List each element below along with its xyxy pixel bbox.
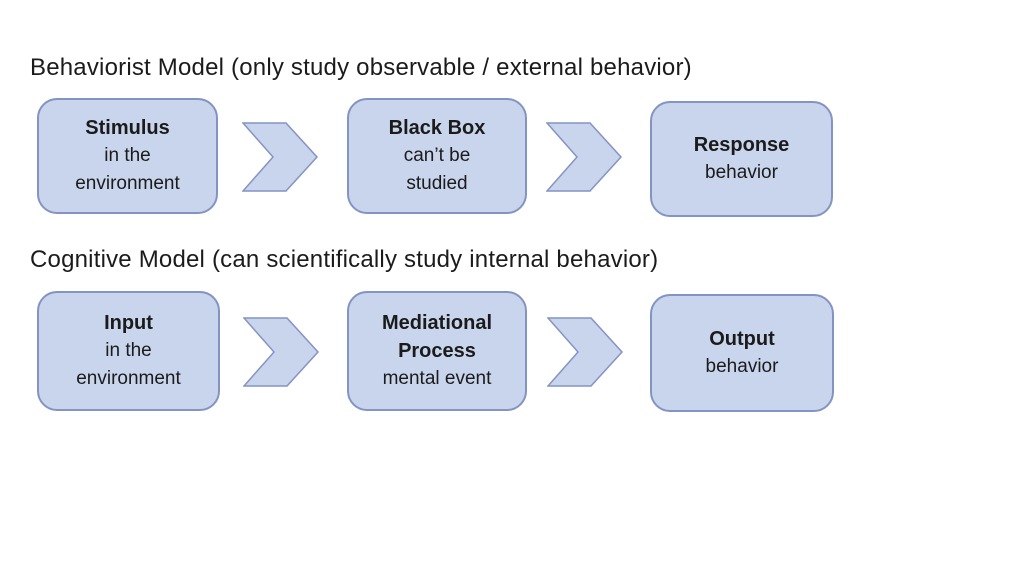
- stimulus-box-subtitle: in the environment: [75, 145, 180, 194]
- response-box-title: Response: [693, 134, 790, 156]
- stimulus-box-title: Stimulus: [85, 117, 170, 139]
- input-box-subtitle: in the environment: [76, 340, 181, 389]
- chevron-arrow-icon: [243, 317, 320, 387]
- mediational-process-box: Mediational Process mental event: [347, 291, 527, 411]
- cognitive-model-title: Cognitive Model (can scientifically stud…: [30, 246, 659, 273]
- response-box: Response behavior: [650, 101, 833, 217]
- chevron-arrow-icon: [546, 122, 623, 192]
- response-box-subtitle: behavior: [705, 162, 778, 183]
- mediational-process-box-title: Mediational Process: [381, 312, 492, 362]
- black-box-box: Black Box can’t be studied: [347, 98, 527, 214]
- output-box-title: Output: [709, 328, 775, 350]
- input-box-title: Input: [104, 312, 153, 334]
- black-box-title: Black Box: [388, 117, 486, 139]
- behaviorist-model-title: Behaviorist Model (only study observable…: [30, 54, 692, 81]
- output-box: Output behavior: [650, 294, 834, 412]
- mediational-process-box-subtitle: mental event: [382, 368, 492, 389]
- input-box: Input in the environment: [37, 291, 220, 411]
- output-box-subtitle: behavior: [705, 356, 779, 377]
- chevron-arrow-icon: [547, 317, 624, 387]
- black-box-subtitle: can’t be studied: [403, 145, 471, 194]
- chevron-arrow-icon: [242, 122, 319, 192]
- stimulus-box: Stimulus in the environment: [37, 98, 218, 214]
